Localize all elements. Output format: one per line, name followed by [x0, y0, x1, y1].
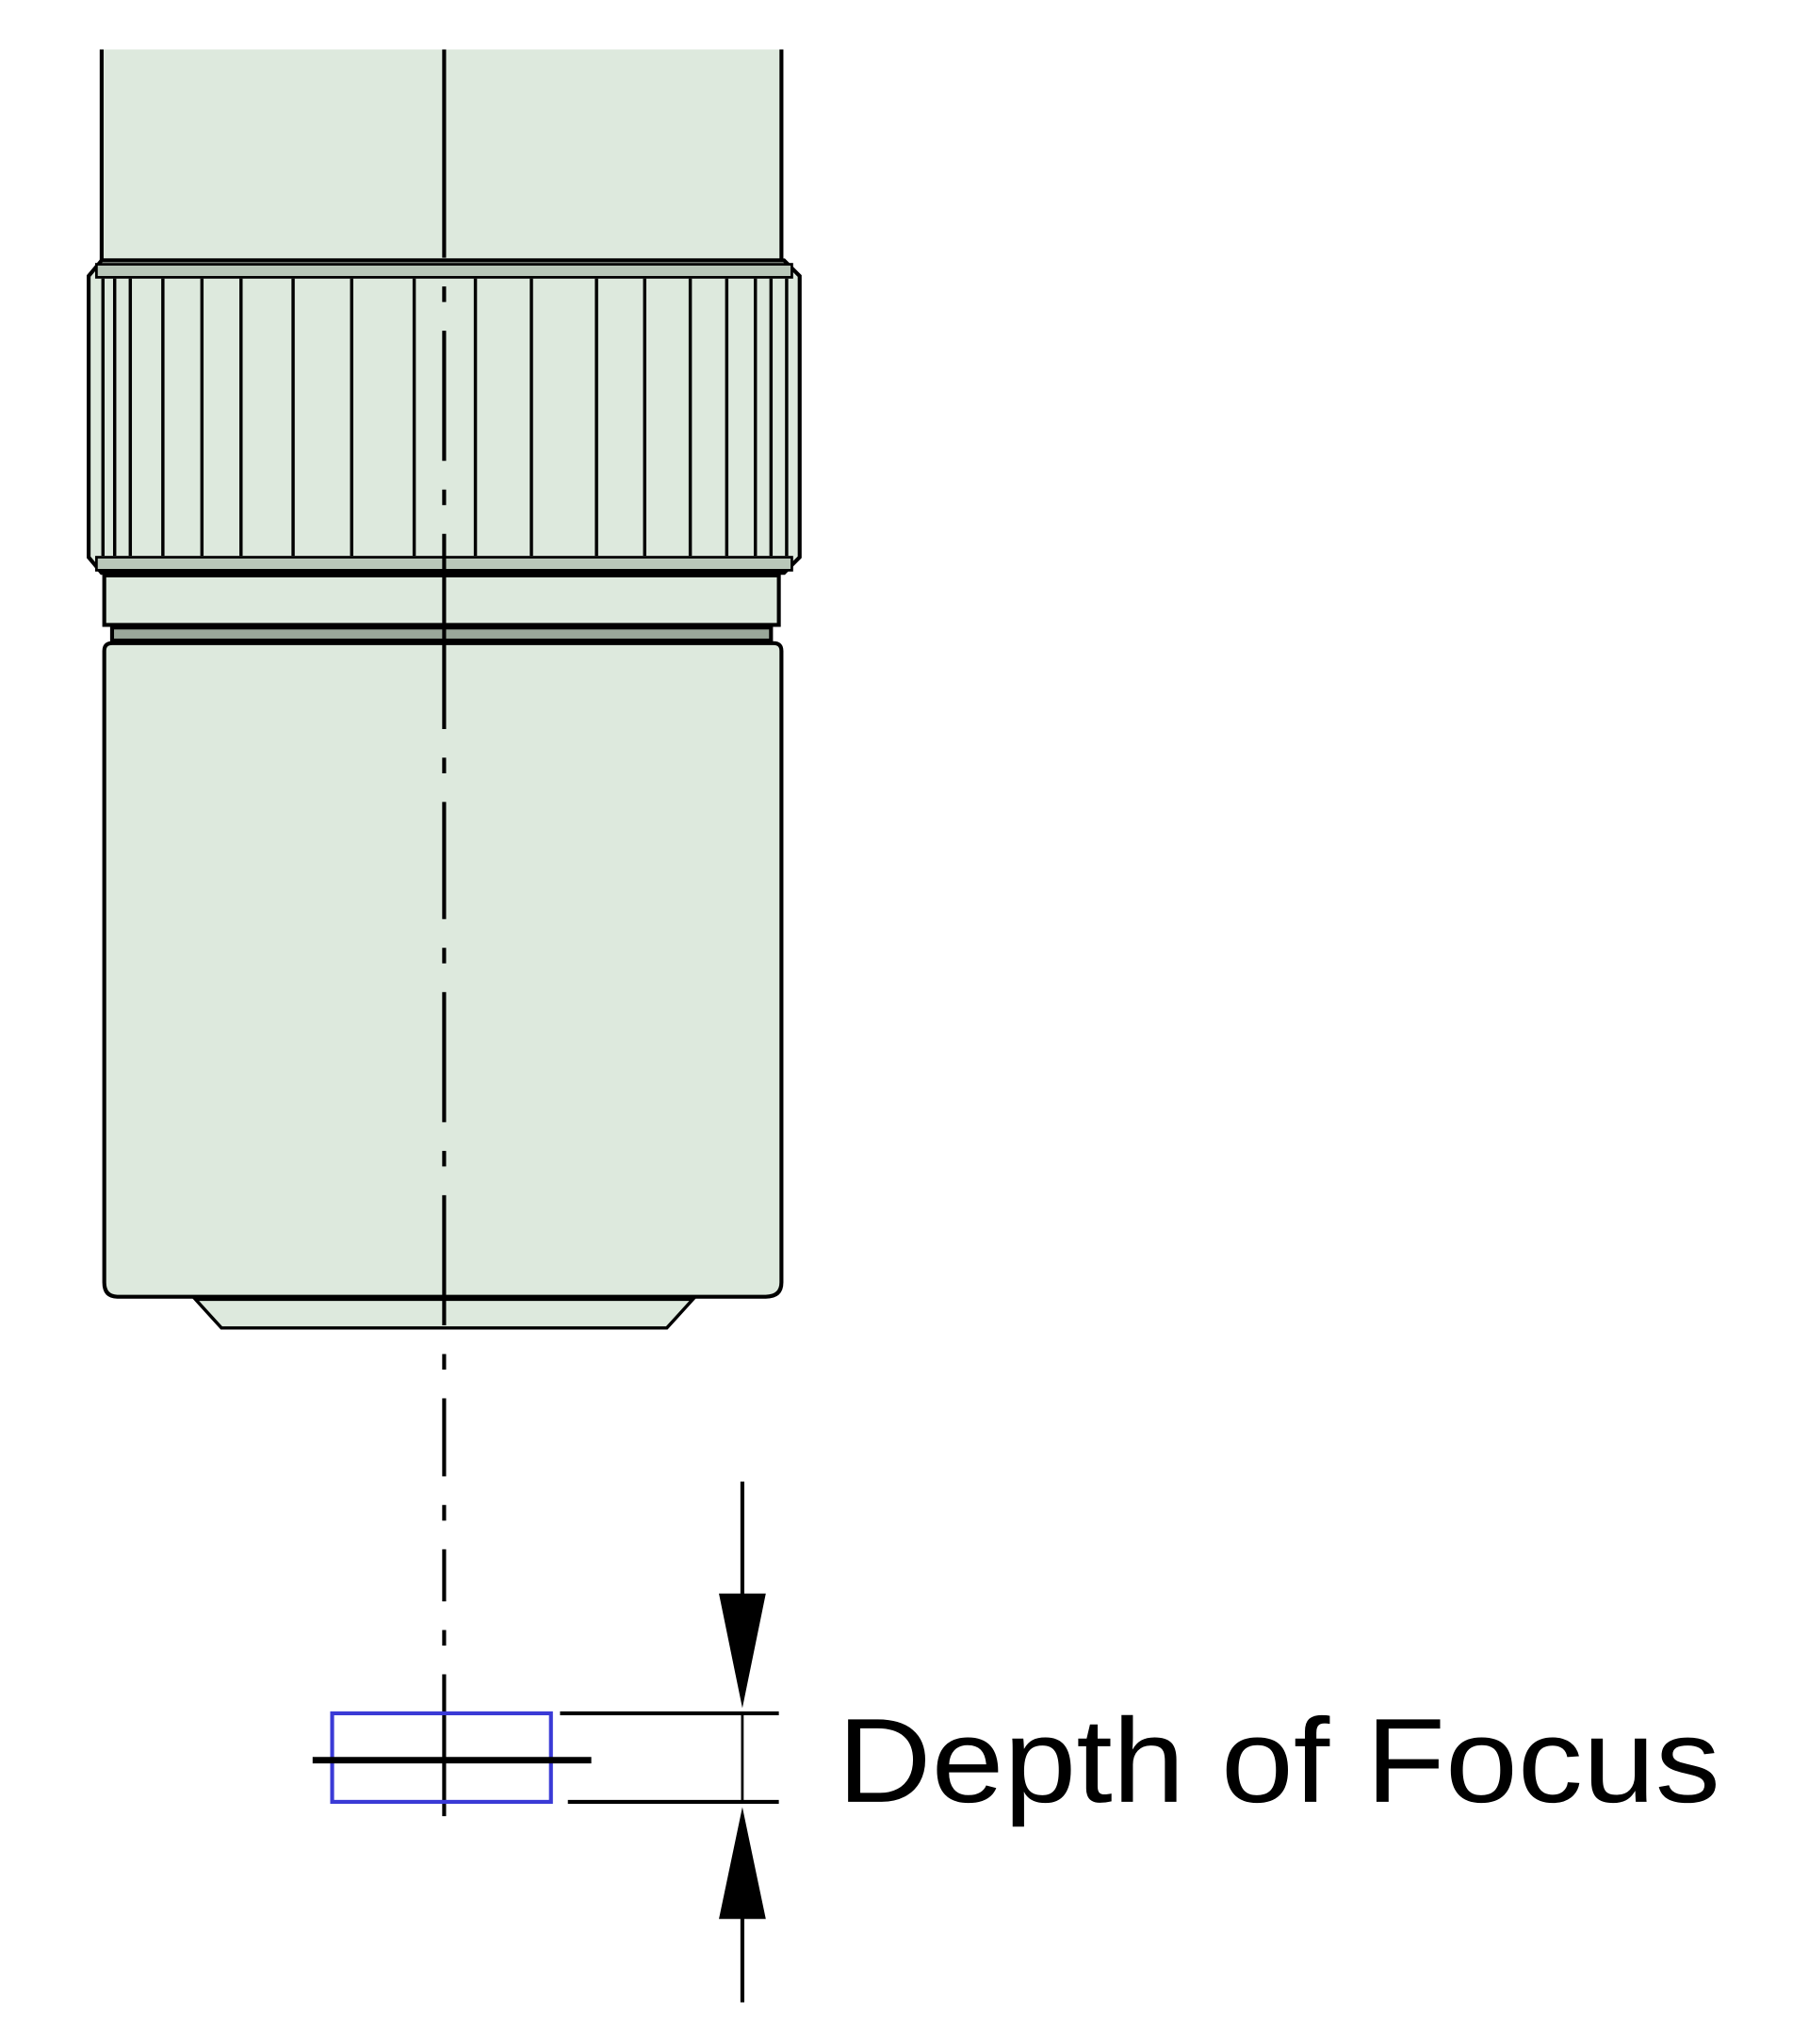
lower-body: [102, 641, 784, 1299]
groove: [109, 625, 774, 643]
arrowhead-down-icon: [719, 1593, 766, 1709]
arrowhead-up-icon: [719, 1807, 766, 1920]
depth-of-focus-label: Depth of Focus: [838, 1694, 1720, 1827]
focal-plane: [312, 1711, 592, 1804]
ring-top-chamfer: [94, 263, 793, 279]
collar-band: [102, 573, 781, 627]
knurl-lines: [101, 278, 789, 557]
upper-barrel: [99, 49, 784, 263]
objective-lens: [87, 49, 802, 1330]
dimension: [560, 1481, 779, 2003]
